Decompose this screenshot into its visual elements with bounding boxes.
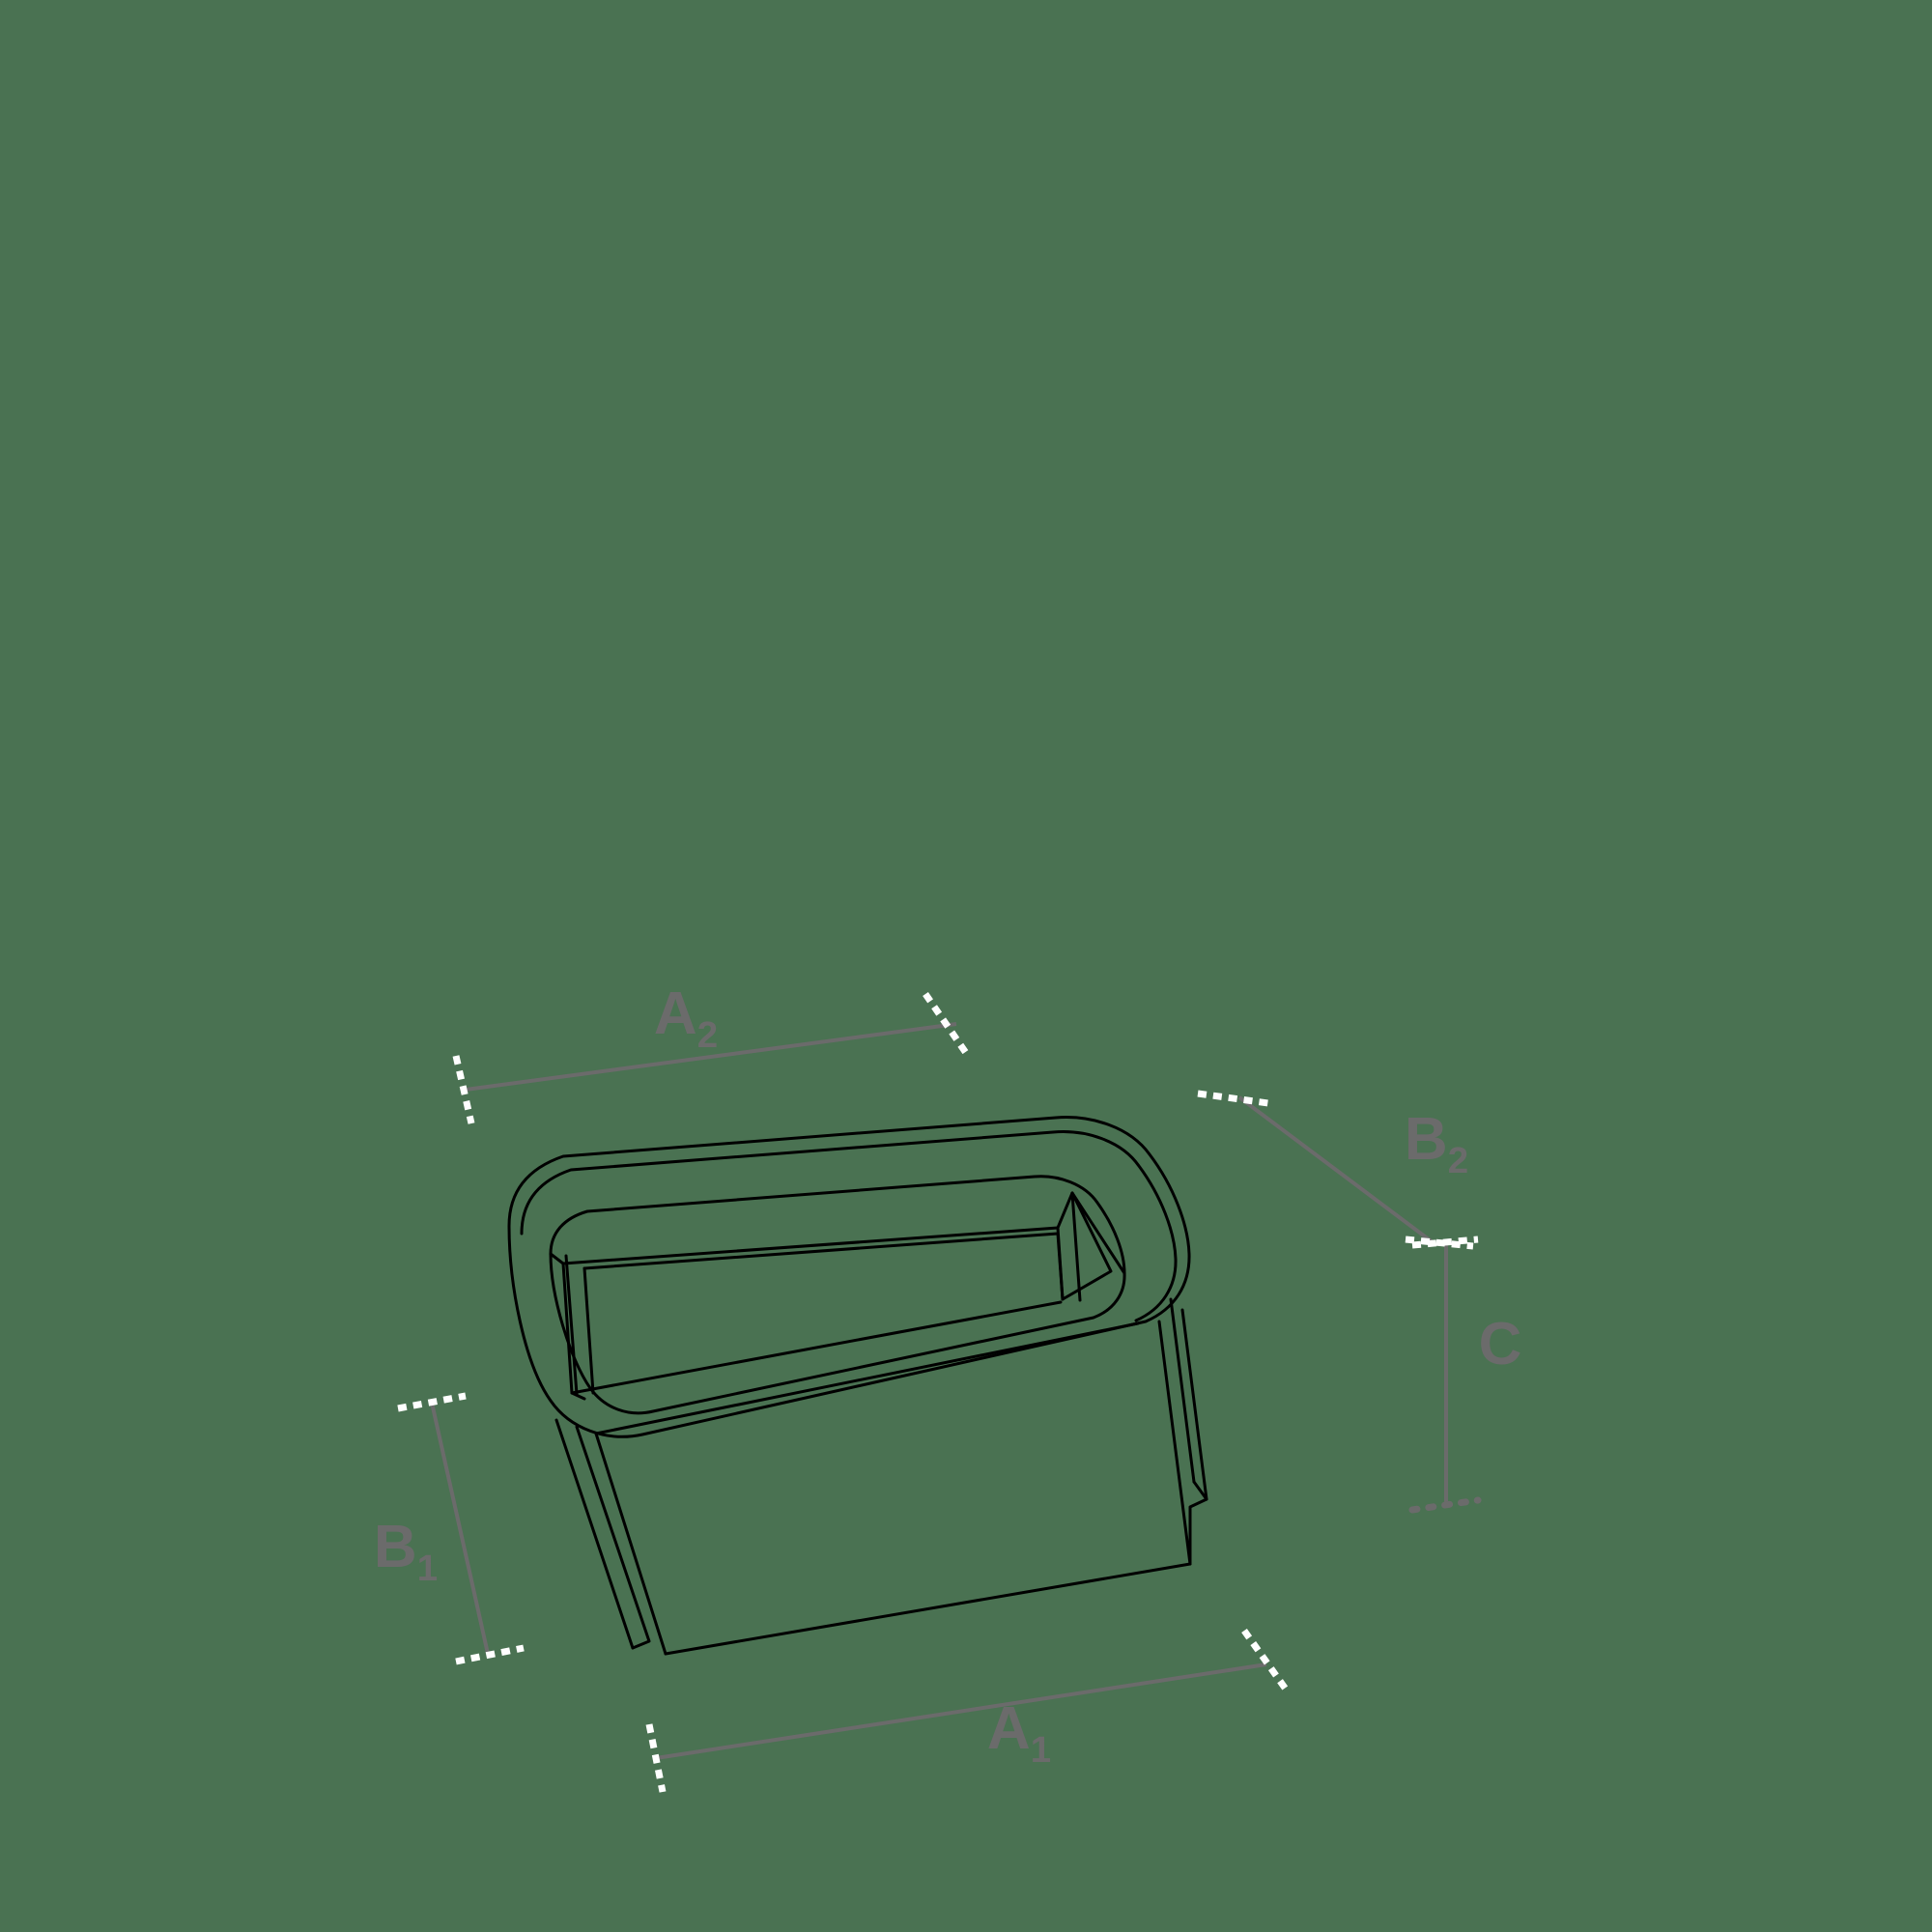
body-right-notch bbox=[1192, 1480, 1208, 1501]
tick-a1-start bbox=[645, 1723, 667, 1793]
body-left-side-inner bbox=[575, 1425, 651, 1650]
interior-right-wall-edge bbox=[1070, 1191, 1082, 1302]
dimension-label-b2: B2 bbox=[1405, 1106, 1468, 1181]
tick-b2-start bbox=[1197, 1090, 1269, 1107]
dimension-line-b1 bbox=[430, 1402, 490, 1655]
interior-left-sliver bbox=[549, 1252, 586, 1401]
dimension-label-b1: B1 bbox=[374, 1514, 438, 1589]
dimension-label-a2: A2 bbox=[654, 980, 718, 1056]
interior-left-corner bbox=[561, 1262, 574, 1395]
dimension-line-b2 bbox=[1237, 1095, 1435, 1244]
tick-c-end bbox=[1408, 1496, 1482, 1514]
rim-outer-edge bbox=[507, 1116, 1191, 1438]
tick-b1-end bbox=[455, 1644, 525, 1665]
body-front-bottom bbox=[664, 1562, 1192, 1656]
dimension-end-ticks-gray bbox=[1408, 1496, 1482, 1514]
rim-inner-opening bbox=[549, 1175, 1126, 1415]
interior-back-wall-top bbox=[561, 1226, 1060, 1265]
body-front-left-edge bbox=[594, 1432, 668, 1656]
container-outline bbox=[507, 1116, 1208, 1656]
dimension-line-a1 bbox=[655, 1662, 1267, 1760]
body-right-side-inner bbox=[1180, 1308, 1208, 1566]
body-front-top bbox=[594, 1321, 1140, 1435]
interior-right-wall bbox=[1056, 1191, 1113, 1301]
interior-left-corner-2 bbox=[582, 1266, 595, 1395]
body-right-side bbox=[1157, 1320, 1192, 1566]
body-right-rim-drop bbox=[1169, 1297, 1196, 1484]
tick-b1-start bbox=[397, 1392, 467, 1412]
rim-outer-edge-lower bbox=[520, 1130, 1178, 1322]
tick-a2-start bbox=[452, 1055, 475, 1124]
tick-b2-end bbox=[1405, 1236, 1474, 1250]
dimension-label-a1: A1 bbox=[987, 1695, 1051, 1771]
tick-a1-end bbox=[1241, 1628, 1290, 1693]
interior-back-wall-bottom bbox=[570, 1300, 1063, 1395]
dimension-lines bbox=[430, 1022, 1448, 1760]
tick-c-start bbox=[1411, 1236, 1479, 1249]
dimension-end-ticks bbox=[397, 992, 1479, 1793]
dimension-labels: A2 B2 C B1 A1 bbox=[374, 980, 1521, 1771]
body-left-side bbox=[554, 1418, 635, 1650]
dimension-label-c: C bbox=[1479, 1311, 1522, 1378]
dimension-line-a2 bbox=[465, 1022, 957, 1092]
interior-right-diagonal bbox=[1070, 1191, 1126, 1275]
tick-a2-end bbox=[923, 992, 969, 1055]
